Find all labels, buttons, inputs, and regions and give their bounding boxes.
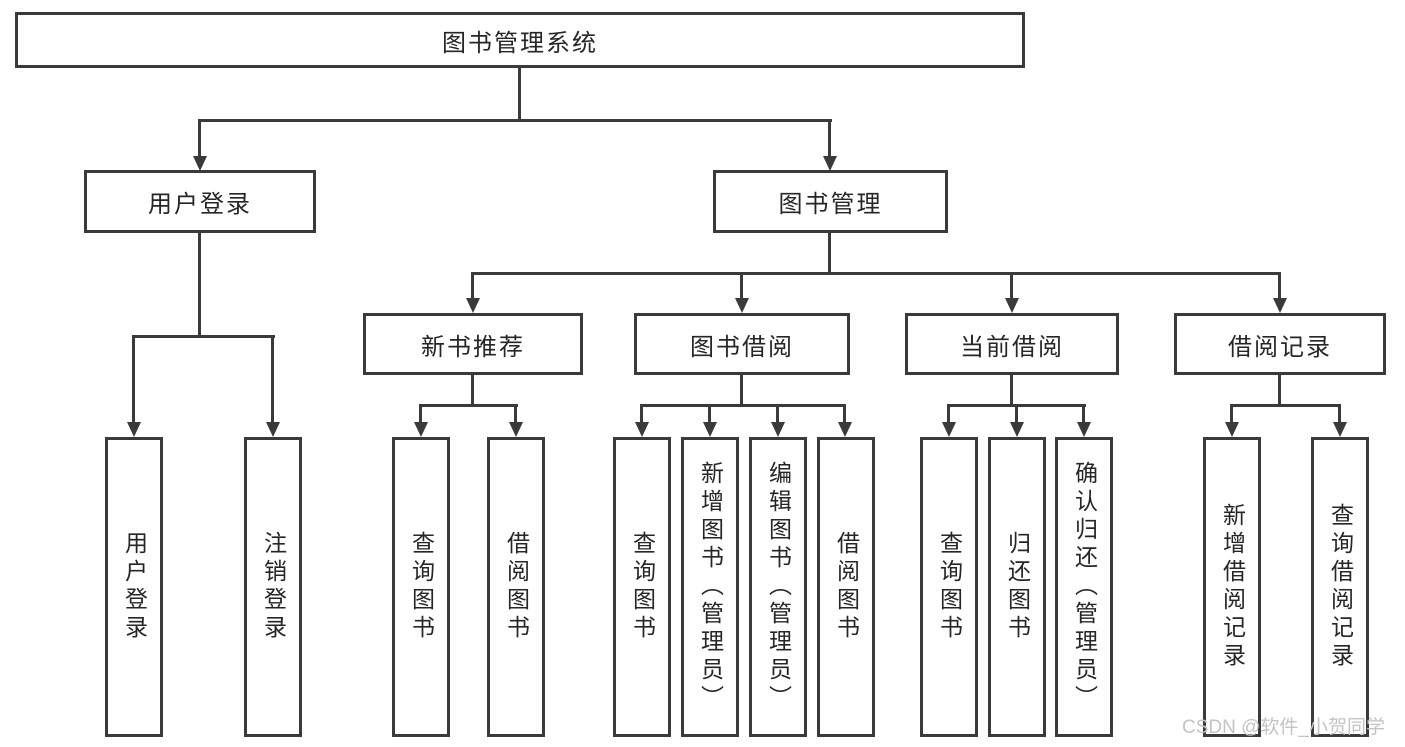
watermark: CSDN @软件_小贺同学 [1182,717,1385,738]
edge-line [1082,404,1085,424]
node-root: 图书管理系统 [15,12,1025,68]
edge-line [740,375,743,406]
node-new-book-recommend: 新书推荐 [363,313,583,375]
leaf-return-book: 归还图书 [988,437,1046,737]
edge-line [1338,404,1341,424]
edge-line [518,68,521,121]
node-root-label: 图书管理系统 [442,29,598,57]
edge-line [640,404,643,424]
edge-line [828,119,831,158]
leaf-confirm-return-admin-label: 确认归还（管理员） [1071,461,1098,713]
leaf-borrow-books-recommend-label: 借阅图书 [503,531,530,643]
edge-line [132,335,135,424]
arrowhead-icon [1005,298,1019,313]
arrowhead-icon [414,422,428,437]
leaf-borrow-books-borrowing-label: 借阅图书 [833,531,860,643]
edge-line [1230,404,1233,424]
arrowhead-icon [771,422,785,437]
node-book-management: 图书管理 [713,170,948,233]
leaf-edit-book-admin-label: 编辑图书（管理员） [765,461,792,713]
leaf-confirm-return-admin: 确认归还（管理员） [1055,437,1113,737]
edge-line [640,404,846,407]
arrowhead-icon [1010,422,1024,437]
node-book-management-label: 图书管理 [778,191,883,218]
arrowhead-icon [823,156,837,171]
edge-line [198,233,201,337]
leaf-add-borrow-record-label: 新增借阅记录 [1219,503,1246,671]
leaf-query-books-current: 查询图书 [920,437,978,737]
edge-line [419,404,422,424]
edge-line [1015,404,1018,424]
arrowhead-icon [1225,422,1239,437]
node-current-borrowing: 当前借阅 [905,313,1119,375]
arrowhead-icon [635,422,649,437]
leaf-borrow-books-borrowing: 借阅图书 [817,437,875,737]
arrowhead-icon [703,422,717,437]
arrowhead-icon [127,422,141,437]
leaf-query-borrow-record: 查询借阅记录 [1311,437,1369,737]
leaf-add-book-admin: 新增图书（管理员） [681,437,739,737]
leaf-return-book-label: 归还图书 [1004,531,1031,643]
edge-line [776,404,779,424]
arrowhead-icon [1333,422,1347,437]
arrowhead-icon [735,298,749,313]
leaf-user-login-label: 用户登录 [121,531,148,643]
node-borrowing-records: 借阅记录 [1174,313,1386,375]
edge-line [271,335,274,424]
arrowhead-icon [466,298,480,313]
edge-line [708,404,711,424]
edge-line [471,375,474,406]
edge-line [471,272,474,300]
edge-line [471,272,1281,275]
arrowhead-icon [1273,298,1287,313]
leaf-query-books-recommend: 查询图书 [392,437,450,737]
edge-line [132,335,275,338]
arrowhead-icon [193,156,207,171]
leaf-logout: 注销登录 [244,437,302,737]
edge-line [198,119,201,158]
arrowhead-icon [838,422,852,437]
leaf-query-borrow-record-label: 查询借阅记录 [1327,503,1354,671]
node-book-borrowing-label: 图书借阅 [690,333,794,361]
arrowhead-icon [509,422,523,437]
edge-line [947,404,950,424]
leaf-borrow-books-recommend: 借阅图书 [487,437,545,737]
leaf-query-books-current-label: 查询图书 [936,531,963,643]
edge-line [843,404,846,424]
leaf-query-books-borrowing: 查询图书 [613,437,671,737]
edge-line [514,404,517,424]
node-user-login-label: 用户登录 [148,191,252,218]
edge-line [740,272,743,300]
leaf-edit-book-admin: 编辑图书（管理员） [749,437,807,737]
edge-line [419,404,518,407]
edge-line [828,233,831,274]
leaf-add-book-admin-label: 新增图书（管理员） [697,461,724,713]
arrowhead-icon [266,422,280,437]
node-user-login: 用户登录 [84,170,316,233]
node-current-borrowing-label: 当前借阅 [960,333,1064,361]
edge-line [1010,272,1013,300]
leaf-user-login: 用户登录 [105,437,163,737]
leaf-add-borrow-record: 新增借阅记录 [1203,437,1261,737]
arrowhead-icon [1077,422,1091,437]
edge-line [1278,375,1281,406]
leaf-query-books-recommend-label: 查询图书 [408,531,435,643]
node-borrowing-records-label: 借阅记录 [1228,333,1332,361]
arrowhead-icon [942,422,956,437]
edge-line [198,119,832,122]
leaf-query-books-borrowing-label: 查询图书 [629,531,656,643]
edge-line [1230,404,1340,407]
edge-line [1278,272,1281,300]
node-new-book-recommend-label: 新书推荐 [421,333,525,361]
leaf-logout-label: 注销登录 [260,531,287,643]
edge-line [1010,375,1013,406]
node-book-borrowing: 图书借阅 [634,313,850,375]
